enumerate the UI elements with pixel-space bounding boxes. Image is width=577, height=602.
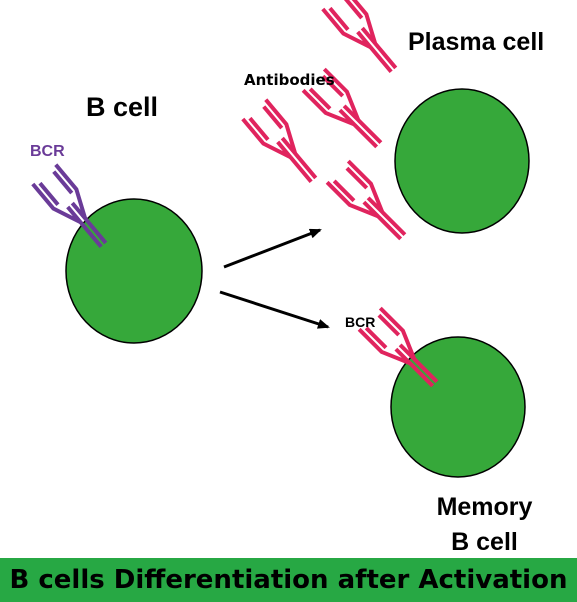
footer-banner: B cells Differentiation after Activation: [0, 558, 577, 602]
differentiation-diagram: [30, 0, 530, 478]
footer-title: B cells Differentiation after Activation: [9, 565, 568, 595]
b-cell-label: B cell: [86, 92, 159, 122]
antibodies-label: Antibodies: [244, 71, 335, 89]
bcr-memory-label: BCR: [345, 314, 376, 330]
memory-b-cell-label: Memory B cell: [436, 493, 533, 556]
arrow-to-memory-cell: [219, 290, 330, 329]
plasma-cell-label: Plasma cell: [408, 28, 545, 56]
antibody: [320, 0, 407, 82]
bcr-naive-label: BCR: [30, 143, 65, 160]
plasma-cell: [394, 88, 530, 234]
antibody: [240, 97, 327, 192]
arrow-to-plasma-cell: [223, 228, 322, 269]
